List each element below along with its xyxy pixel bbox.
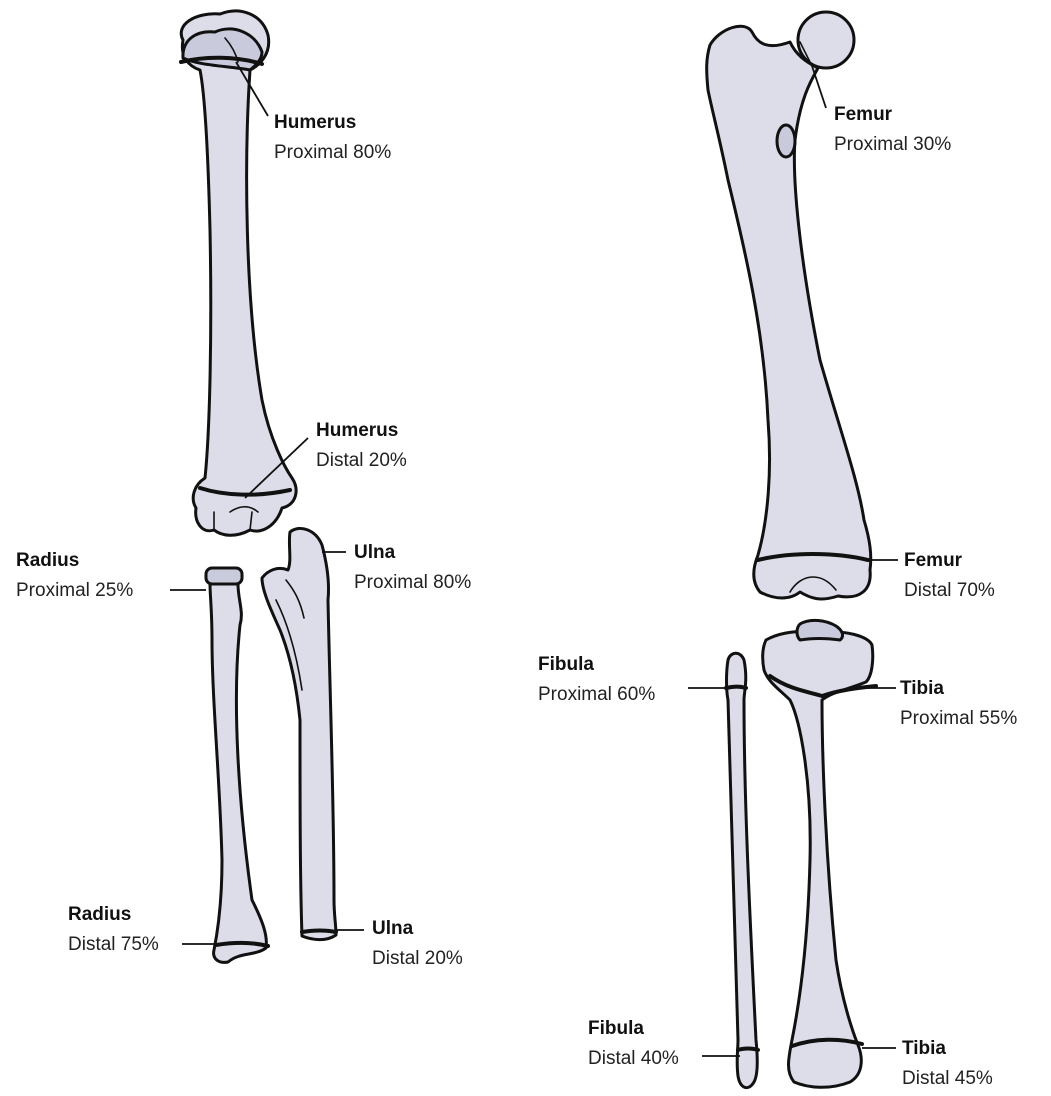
label-humerus-distal-detail: Distal 20% — [316, 446, 407, 476]
label-fibula-distal: Fibula Distal 40% — [588, 1014, 679, 1074]
label-humerus-distal: Humerus Distal 20% — [316, 416, 407, 476]
label-fibula-proximal: Fibula Proximal 60% — [538, 650, 655, 710]
label-fibula-distal-name: Fibula — [588, 1014, 679, 1044]
label-ulna-distal: Ulna Distal 20% — [372, 914, 463, 974]
label-femur-proximal-name: Femur — [834, 100, 951, 130]
label-radius-distal-name: Radius — [68, 900, 159, 930]
label-radius-distal-detail: Distal 75% — [68, 930, 159, 960]
label-femur-distal: Femur Distal 70% — [904, 546, 995, 606]
label-humerus-proximal-detail: Proximal 80% — [274, 138, 391, 168]
label-tibia-distal: Tibia Distal 45% — [902, 1034, 993, 1094]
label-femur-distal-detail: Distal 70% — [904, 576, 995, 606]
label-humerus-distal-name: Humerus — [316, 416, 407, 446]
label-femur-distal-name: Femur — [904, 546, 995, 576]
label-radius-proximal-name: Radius — [16, 546, 133, 576]
label-femur-proximal-detail: Proximal 30% — [834, 130, 951, 160]
tibia-bone — [763, 620, 876, 1087]
label-radius-proximal-detail: Proximal 25% — [16, 576, 133, 606]
label-tibia-proximal-name: Tibia — [900, 674, 1017, 704]
label-tibia-distal-detail: Distal 45% — [902, 1064, 993, 1094]
fibula-bone — [726, 653, 758, 1087]
label-radius-distal: Radius Distal 75% — [68, 900, 159, 960]
humerus-bone — [181, 11, 296, 535]
label-tibia-proximal-detail: Proximal 55% — [900, 704, 1017, 734]
label-tibia-distal-name: Tibia — [902, 1034, 993, 1064]
leader-femur-proximal — [812, 66, 826, 108]
label-tibia-proximal: Tibia Proximal 55% — [900, 674, 1017, 734]
label-fibula-proximal-name: Fibula — [538, 650, 655, 680]
label-femur-proximal: Femur Proximal 30% — [834, 100, 951, 160]
ulna-bone — [262, 528, 336, 939]
label-ulna-distal-detail: Distal 20% — [372, 944, 463, 974]
label-radius-proximal: Radius Proximal 25% — [16, 546, 133, 606]
label-humerus-proximal: Humerus Proximal 80% — [274, 108, 391, 168]
label-ulna-proximal-detail: Proximal 80% — [354, 568, 471, 598]
radius-bone — [206, 568, 268, 962]
label-fibula-proximal-detail: Proximal 60% — [538, 680, 655, 710]
label-ulna-proximal-name: Ulna — [354, 538, 471, 568]
label-fibula-distal-detail: Distal 40% — [588, 1044, 679, 1074]
label-ulna-distal-name: Ulna — [372, 914, 463, 944]
label-humerus-proximal-name: Humerus — [274, 108, 391, 138]
label-ulna-proximal: Ulna Proximal 80% — [354, 538, 471, 598]
